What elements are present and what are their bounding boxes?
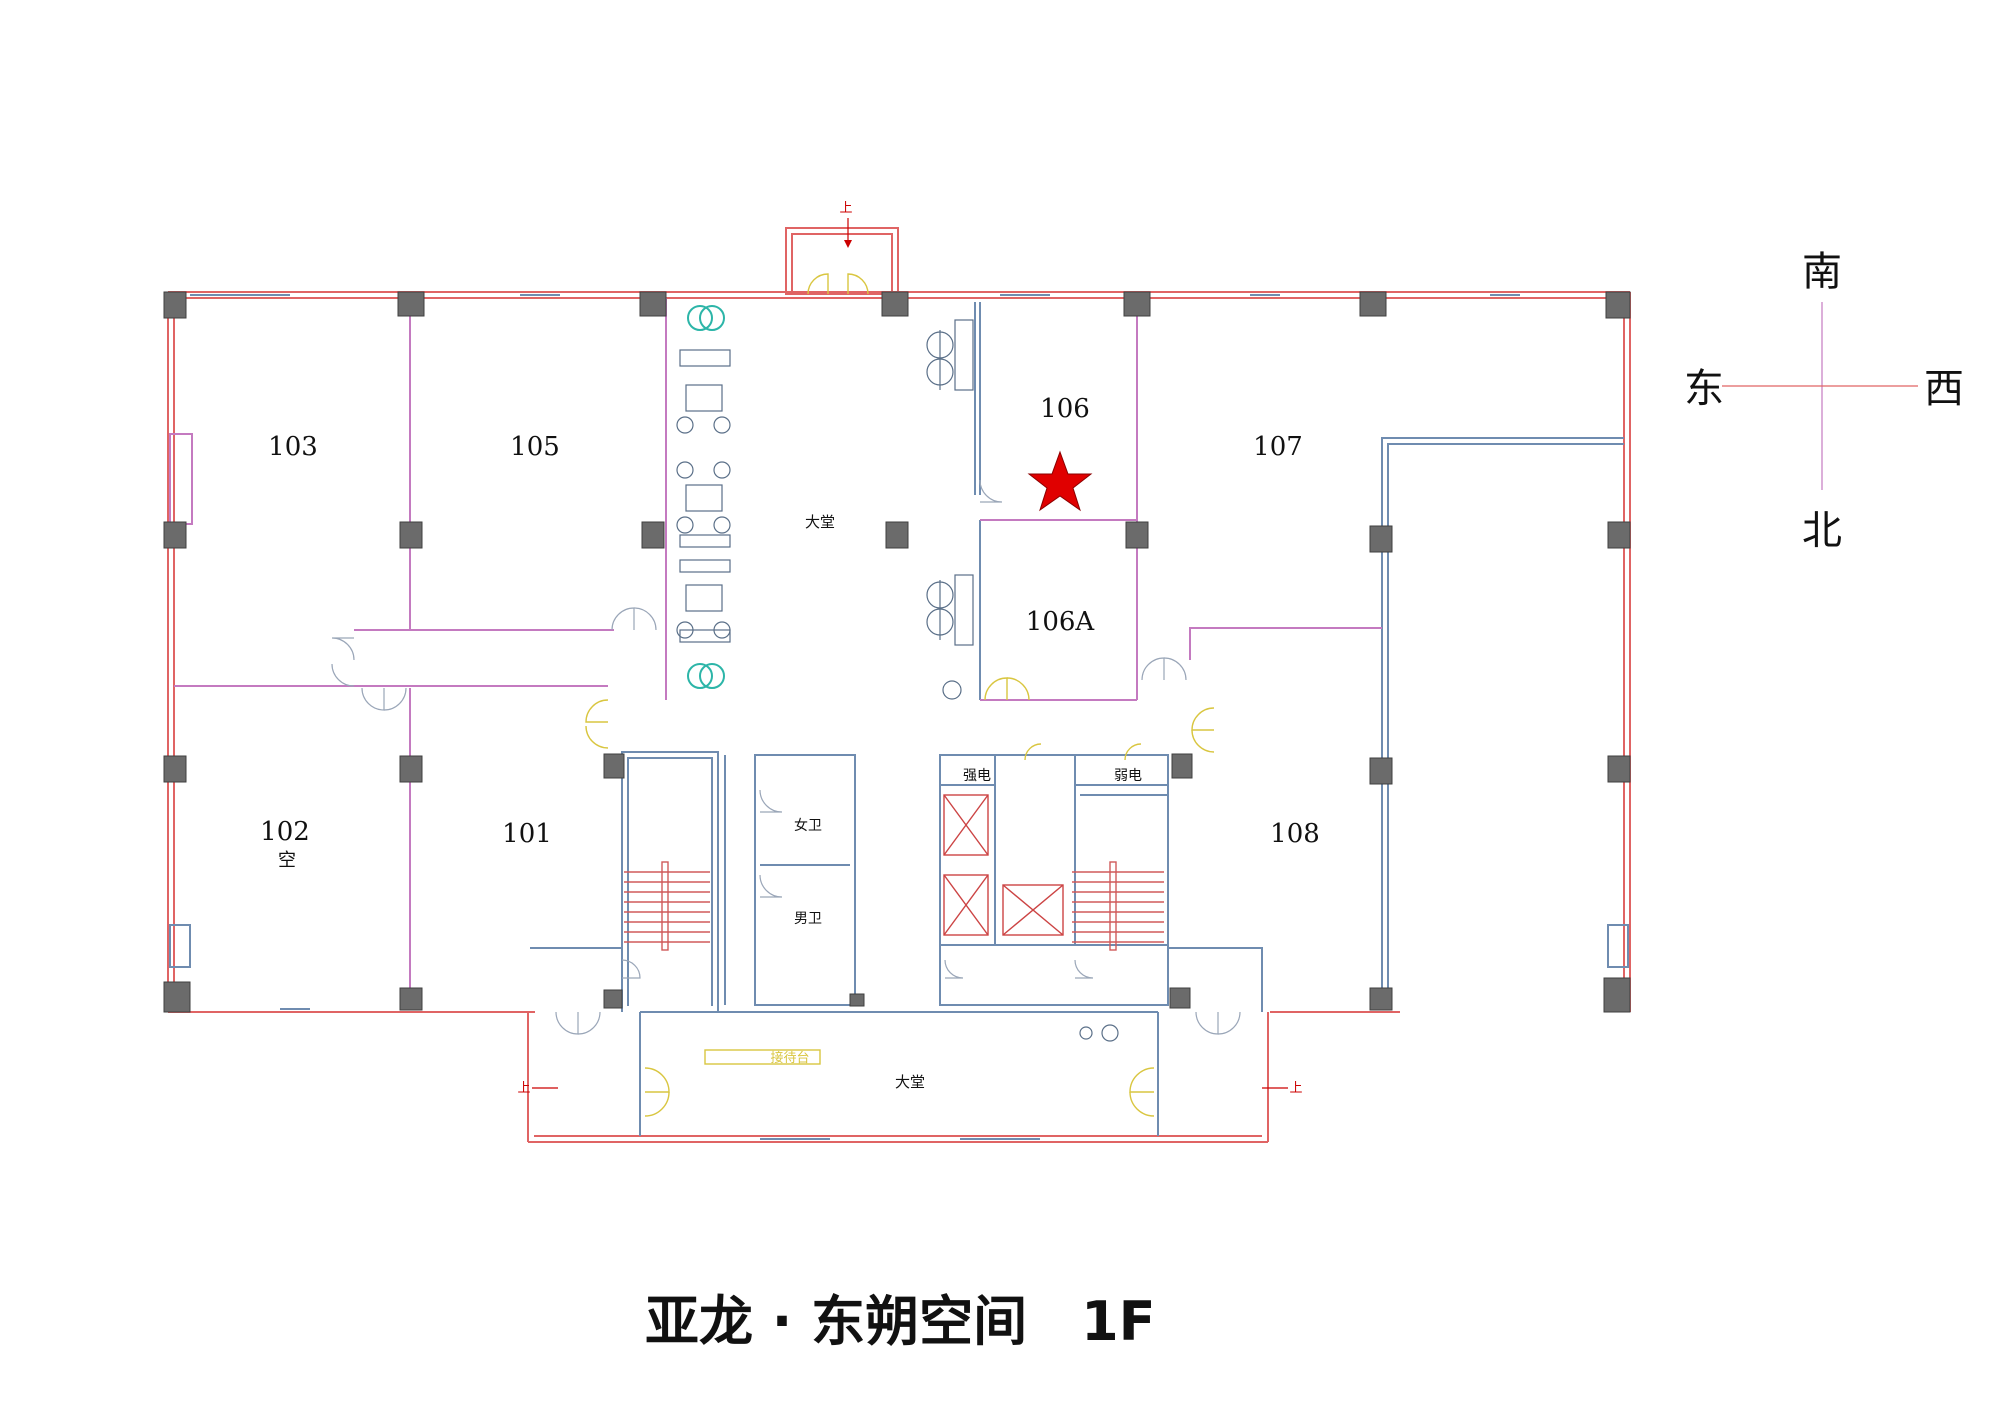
womens-restroom-label: 女卫 [794,817,822,834]
stair-up-markers: 上 上 上 [517,201,1302,1096]
plant-icon [687,305,725,689]
lower-lobby-label: 大堂 [895,1073,925,1091]
room-105-label: 105 [510,432,560,462]
lobby-furniture [676,305,1119,1065]
compass-east: 东 [1684,366,1724,412]
mens-restroom-label: 男卫 [794,911,822,927]
compass-south: 南 [1802,249,1842,295]
room-106-label: 106 [1040,394,1090,424]
stair-up-right: 上 [1289,1081,1302,1096]
doors [331,273,1241,1117]
elevators [169,794,1629,968]
room-102-label: 102 [260,817,310,847]
partitions [169,298,1382,1006]
room-106a-label: 106A [1026,607,1096,637]
red-star-icon [1027,450,1093,512]
compass-north: 北 [1802,508,1842,554]
plan-title: 亚龙 · 东朔空间 1F [645,1290,1156,1353]
stair-up-left: 上 [517,1081,530,1096]
room-101-label: 101 [502,819,552,849]
strong-current-label: 强电 [963,768,991,784]
compass-west: 西 [1924,366,1964,412]
stair-up-top: 上 [839,201,852,216]
stairs [624,861,1164,951]
room-107-label: 107 [1253,432,1303,462]
room-labels: 103 105 106 106A 107 102 空 101 108 大堂 大堂… [260,394,1320,1091]
compass: 南 北 东 西 [1684,249,1964,554]
room-103-label: 103 [268,432,318,462]
reception-label: 接待台 [770,1050,809,1066]
columns [163,291,1631,1013]
weak-current-label: 弱电 [1114,768,1142,784]
room-102-status: 空 [278,850,296,871]
upper-lobby-label: 大堂 [805,513,835,531]
room-108-label: 108 [1270,819,1320,849]
inner-walls [530,302,1624,1136]
